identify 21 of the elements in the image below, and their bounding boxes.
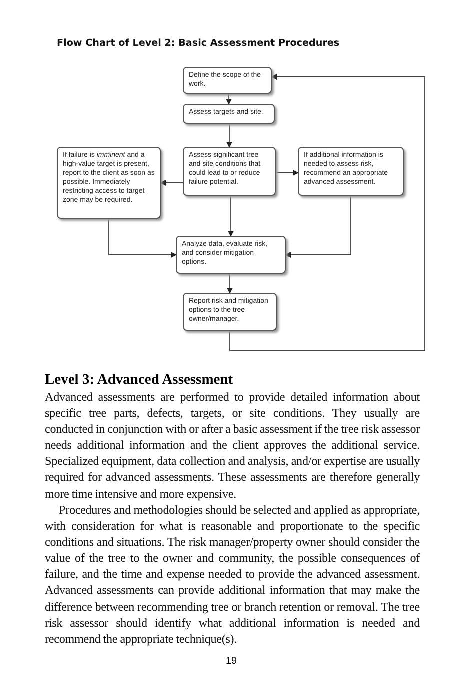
arrow xyxy=(226,94,232,105)
arrow xyxy=(276,170,299,176)
page-number: 19 xyxy=(226,656,238,667)
process-box xyxy=(176,236,286,274)
body-paragraph: Procedures and methodologies should be selected and applied as appropriate, with consideration for what is reasonable and proportionate to the specific conditions and situations. The risk manager/property owner should consider the value of the tree to the owner and community, the possible consequences of failure, and the time and expense needed to provide the advanced assessment. Advanced assessments can provide additional information that may make the difference between recommending tree or branch retention or removal. The tree risk assessor should identify what additional information is needed and recommend the appropriate technique(s). xyxy=(45,502,420,647)
process-box xyxy=(57,147,161,219)
process-box xyxy=(183,67,272,94)
arrow xyxy=(108,218,177,258)
chart-title: Flow Chart of Level 2: Basic Assessment Procedures xyxy=(57,38,340,49)
arrow xyxy=(228,196,234,237)
arrow xyxy=(227,274,233,294)
process-box xyxy=(298,147,404,196)
section-heading: Level 3: Advanced Assessment xyxy=(45,372,234,389)
arrow xyxy=(160,180,184,186)
process-box xyxy=(183,293,277,331)
arrow xyxy=(230,74,426,352)
body-paragraph: Advanced assessments are performed to provide detailed information about specific tree parts, defects, targets, or site conditions. They usually are conducted in conjunction with or after a basic assessment if the tree risk assessor needs additional information and the client approves the additional service. Specialized equipment, data collection and analysis, and/or expertise are usually required for advanced assessments. These assessments are therefore generally more time intensive and more expensive. xyxy=(45,389,420,502)
process-box xyxy=(183,147,276,196)
arrow xyxy=(285,196,352,258)
arrow xyxy=(226,124,232,148)
process-box xyxy=(183,104,275,124)
